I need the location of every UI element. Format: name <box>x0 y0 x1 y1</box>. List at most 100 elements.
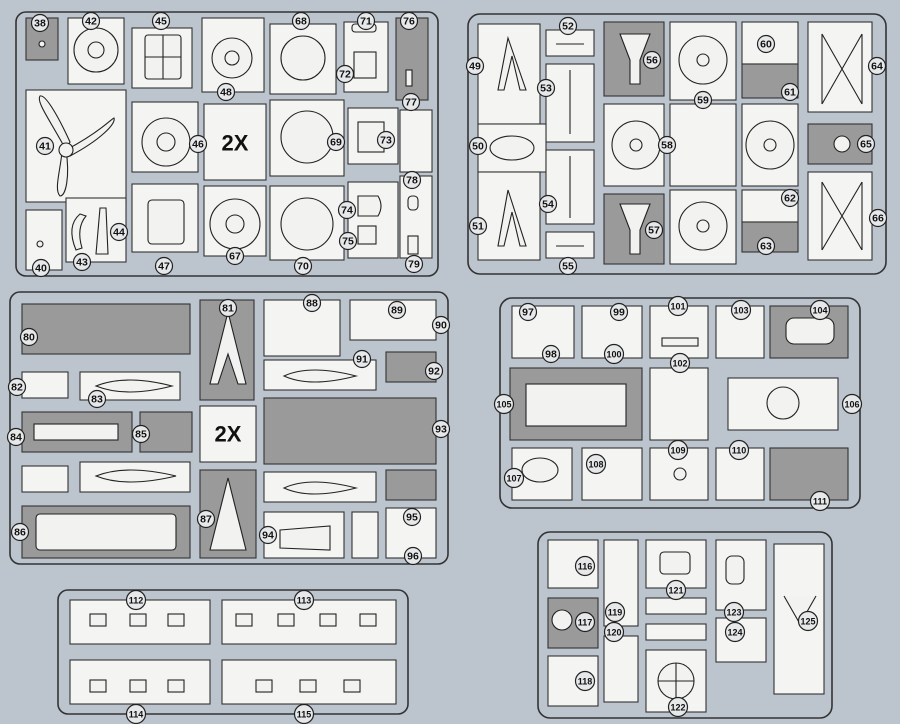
part-callout-61: 61 <box>780 82 800 102</box>
part-callout-100: 100 <box>603 343 625 365</box>
part-number-label: 69 <box>330 137 342 149</box>
part-number-label: 87 <box>200 514 212 526</box>
part-number-label: 107 <box>506 474 521 484</box>
part-callout-109: 109 <box>667 439 689 461</box>
part-number-label: 76 <box>403 16 415 28</box>
part-callout-54: 54 <box>538 194 558 214</box>
part-number-label: 64 <box>871 61 883 73</box>
sprue-d <box>499 297 861 509</box>
part-callout-66: 66 <box>868 208 888 228</box>
part-callout-79: 79 <box>404 254 424 274</box>
part-number-label: 104 <box>812 306 827 316</box>
part-number-label: 115 <box>297 710 312 720</box>
part-number-label: 82 <box>11 382 23 394</box>
part-callout-90: 90 <box>431 315 451 335</box>
part-callout-105: 105 <box>493 393 515 415</box>
part-callout-43: 43 <box>72 252 92 272</box>
part-number-label: 92 <box>428 366 440 378</box>
part-callout-51: 51 <box>468 216 488 236</box>
part-callout-50: 50 <box>468 136 488 156</box>
part-callout-78: 78 <box>402 170 422 190</box>
part-number-label: 54 <box>542 199 554 211</box>
part-number-label: 77 <box>405 97 417 109</box>
part-callout-71: 71 <box>356 11 376 31</box>
part-number-label: 89 <box>391 305 403 317</box>
part-number-label: 94 <box>262 530 274 542</box>
part-number-label: 50 <box>472 141 484 153</box>
part-callout-81: 81 <box>218 298 238 318</box>
part-number-label: 120 <box>606 628 621 638</box>
sprue-a: 2X <box>15 11 439 277</box>
sprue-f <box>537 531 833 719</box>
part-callout-62: 62 <box>780 188 800 208</box>
part-number-label: 108 <box>588 460 603 470</box>
part-number-label: 78 <box>406 175 418 187</box>
part-callout-107: 107 <box>503 467 525 489</box>
part-callout-53: 53 <box>536 78 556 98</box>
part-number-label: 43 <box>76 257 88 269</box>
part-callout-91: 91 <box>352 349 372 369</box>
part-number-label: 70 <box>297 261 309 273</box>
part-callout-59: 59 <box>693 90 713 110</box>
part-number-label: 61 <box>784 87 796 99</box>
part-callout-70: 70 <box>293 256 313 276</box>
part-callout-82: 82 <box>7 377 27 397</box>
part-number-label: 88 <box>306 298 318 310</box>
part-number-label: 123 <box>726 608 741 618</box>
part-number-label: 95 <box>406 512 418 524</box>
part-callout-49: 49 <box>465 56 485 76</box>
part-number-label: 46 <box>192 139 204 151</box>
part-callout-64: 64 <box>867 56 887 76</box>
part-callout-56: 56 <box>642 50 662 70</box>
part-callout-76: 76 <box>399 11 419 31</box>
part-callout-125: 125 <box>797 610 819 632</box>
part-number-label: 38 <box>34 18 46 30</box>
part-callout-95: 95 <box>402 507 422 527</box>
part-callout-122: 122 <box>667 696 689 718</box>
part-number-label: 109 <box>670 446 685 456</box>
part-callout-121: 121 <box>665 579 687 601</box>
part-callout-47: 47 <box>154 256 174 276</box>
part-number-label: 52 <box>562 21 574 33</box>
part-callout-65: 65 <box>856 134 876 154</box>
part-callout-92: 92 <box>424 361 444 381</box>
part-callout-40: 40 <box>31 258 51 278</box>
part-number-label: 65 <box>860 139 872 151</box>
part-callout-99: 99 <box>609 302 629 322</box>
part-callout-83: 83 <box>87 389 107 409</box>
part-callout-72: 72 <box>335 64 355 84</box>
part-callout-114: 114 <box>125 703 147 724</box>
part-callout-94: 94 <box>258 525 278 545</box>
part-number-label: 124 <box>727 628 742 638</box>
part-number-label: 110 <box>732 446 747 456</box>
part-callout-119: 119 <box>604 601 626 623</box>
part-number-label: 66 <box>872 213 884 225</box>
part-number-label: 57 <box>648 225 660 237</box>
part-number-label: 41 <box>39 141 51 153</box>
part-number-label: 63 <box>760 241 772 253</box>
part-number-label: 49 <box>469 61 481 73</box>
part-callout-63: 63 <box>756 236 776 256</box>
part-callout-111: 111 <box>809 490 831 512</box>
part-number-label: 105 <box>496 400 511 410</box>
part-number-label: 93 <box>435 424 447 436</box>
part-callout-110: 110 <box>728 439 750 461</box>
part-callout-42: 42 <box>81 11 101 31</box>
part-number-label: 119 <box>608 608 623 618</box>
sprue-e <box>57 589 409 715</box>
part-callout-113: 113 <box>293 589 315 611</box>
part-callout-67: 67 <box>225 246 245 266</box>
part-callout-80: 80 <box>19 327 39 347</box>
part-callout-118: 118 <box>574 670 596 692</box>
part-number-label: 47 <box>158 261 170 273</box>
part-callout-102: 102 <box>669 352 691 374</box>
part-callout-89: 89 <box>387 300 407 320</box>
part-number-label: 113 <box>297 596 312 606</box>
part-callout-38: 38 <box>30 13 50 33</box>
part-callout-84: 84 <box>6 427 26 447</box>
part-callout-116: 116 <box>574 555 596 577</box>
part-number-label: 103 <box>733 306 748 316</box>
part-number-label: 117 <box>578 618 593 628</box>
part-callout-87: 87 <box>196 509 216 529</box>
